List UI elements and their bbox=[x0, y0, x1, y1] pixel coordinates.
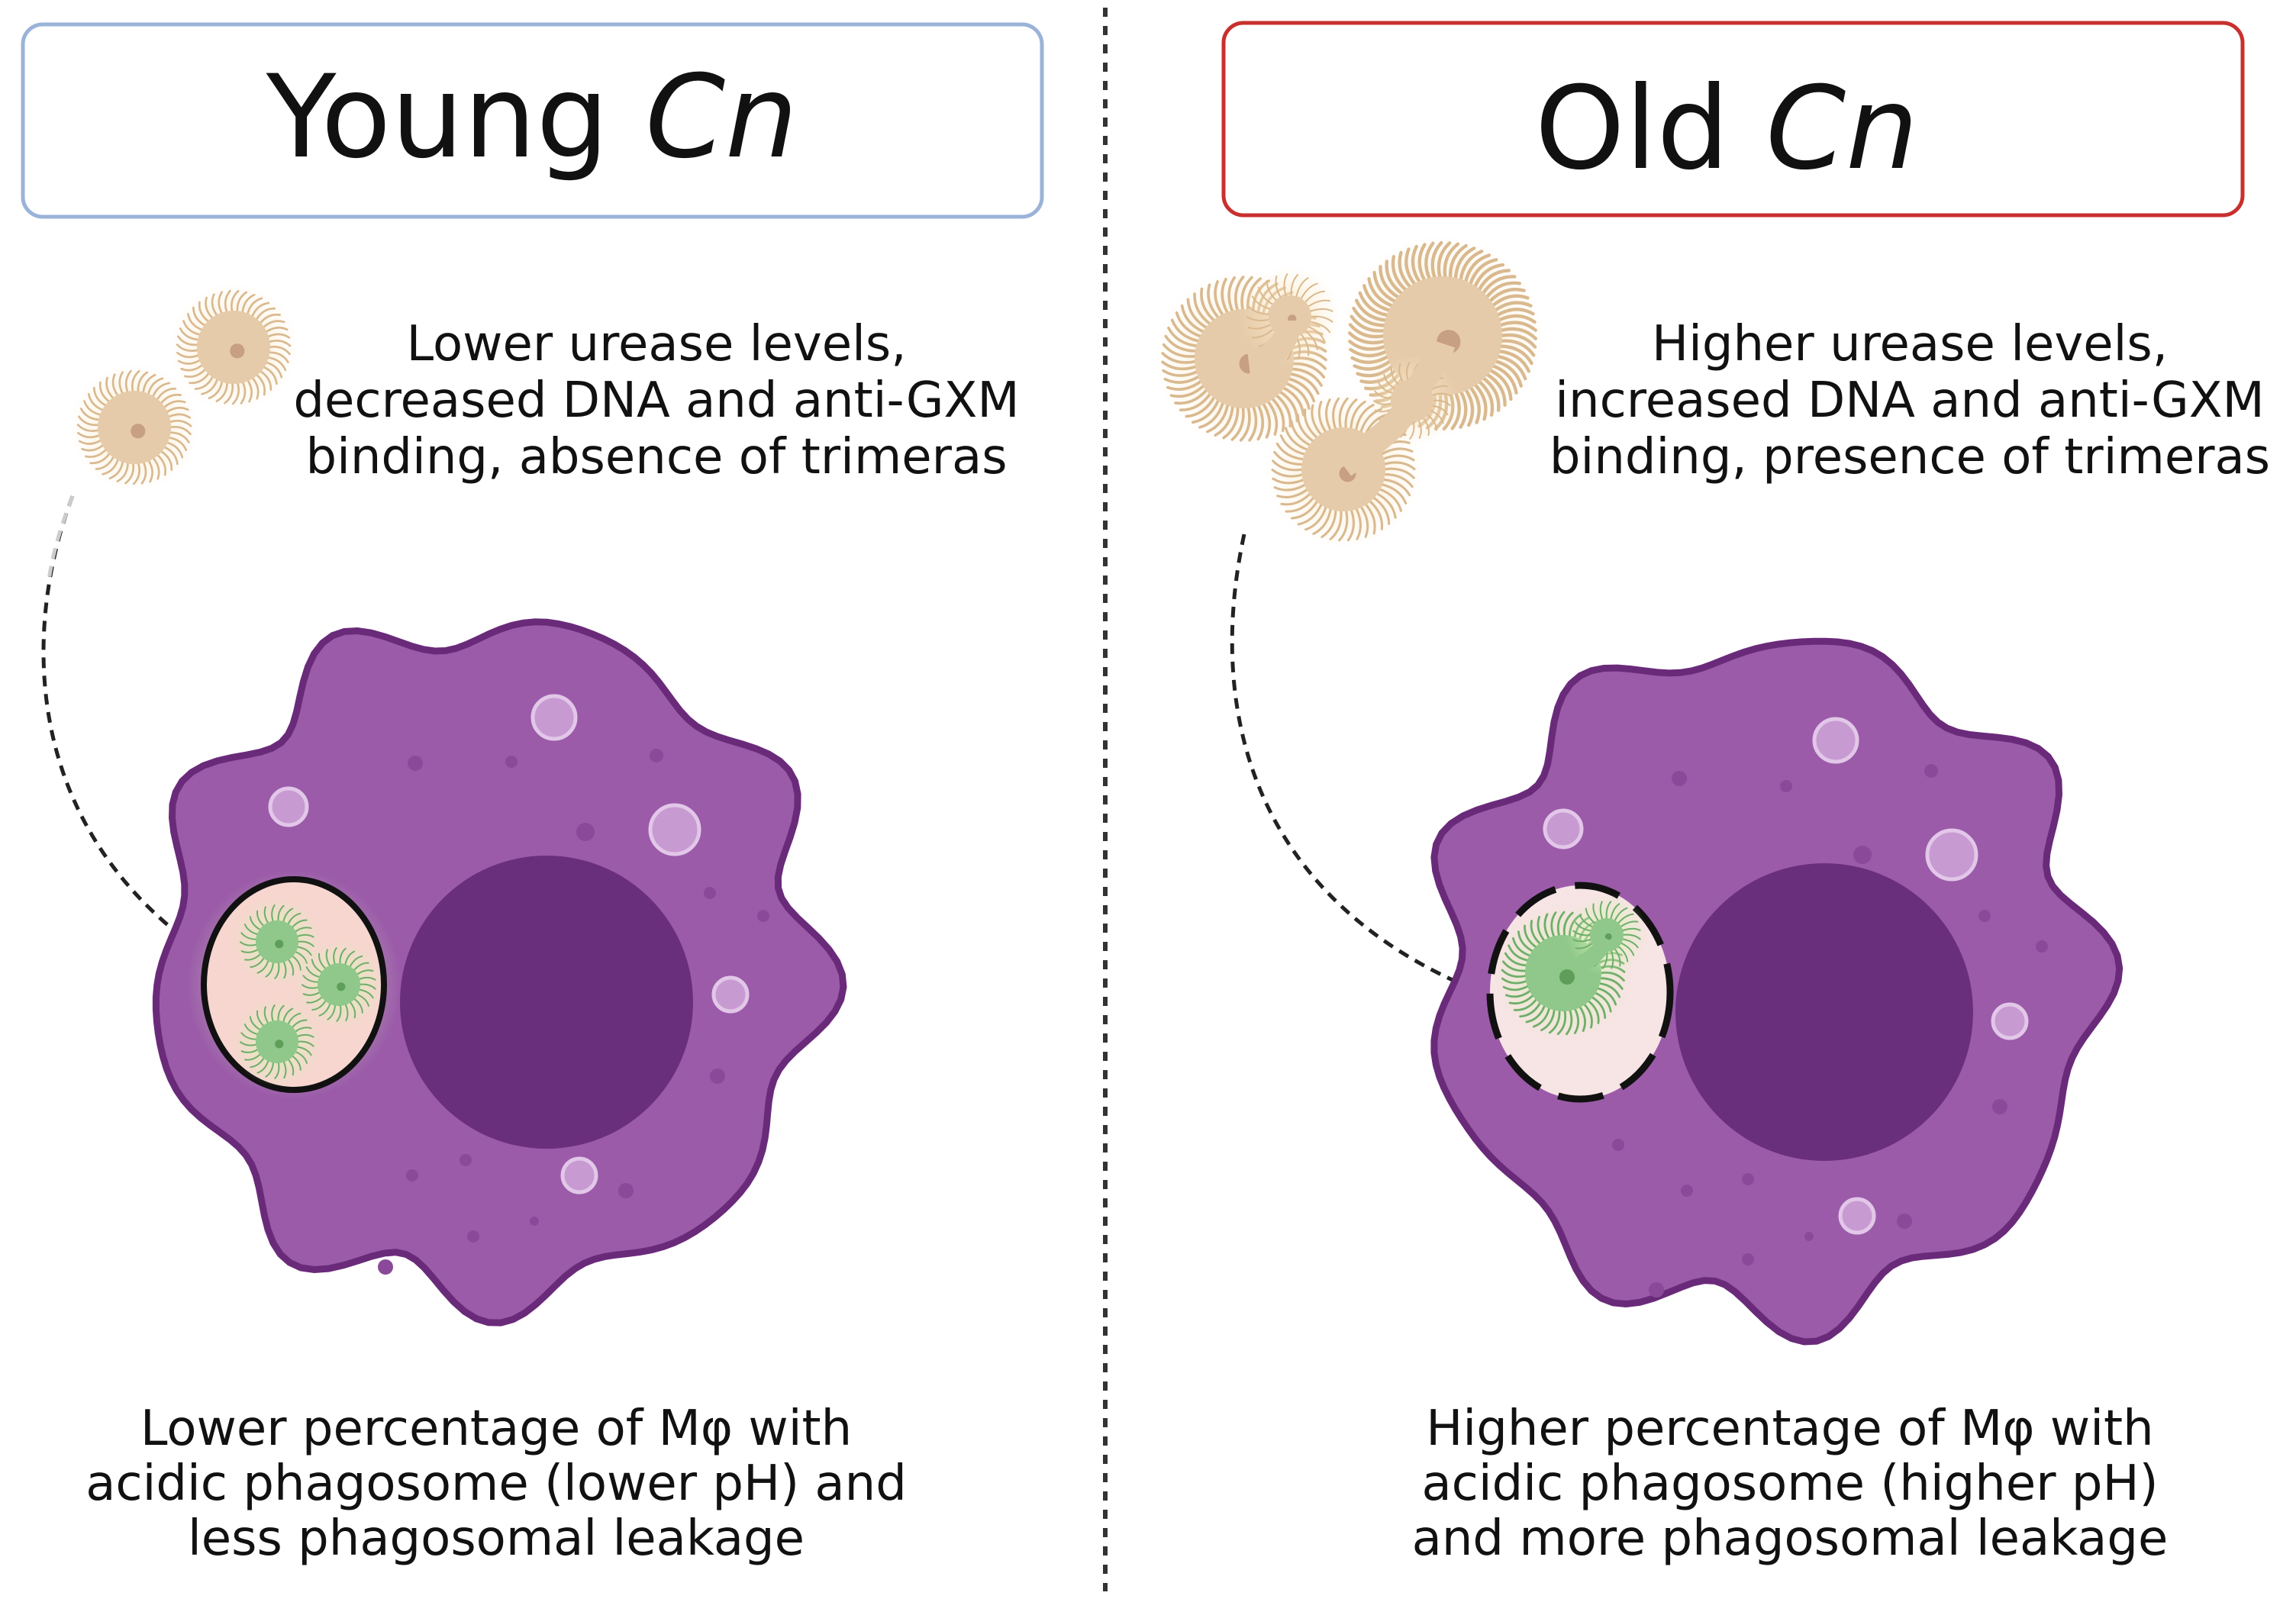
left-top-line-1: Lower urease levels, bbox=[406, 316, 906, 372]
vesicle-icon bbox=[1543, 808, 1584, 849]
granule-icon bbox=[1672, 771, 1687, 786]
granule-icon bbox=[1897, 1214, 1912, 1229]
granule-icon bbox=[1992, 1099, 2007, 1114]
granule-icon bbox=[650, 749, 663, 762]
granule-icon bbox=[406, 1169, 418, 1182]
vesicle-icon bbox=[1838, 1197, 1876, 1235]
left-bottom-text: Lower percentage of Mφ with acidic phago… bbox=[85, 1401, 907, 1567]
right-top-line-3: binding, presence of trimeras bbox=[1549, 429, 2270, 485]
right-bottom-line-2: acidic phagosome (higher pH) bbox=[1421, 1456, 2158, 1512]
vesicle-icon bbox=[711, 975, 750, 1014]
granule-icon bbox=[1804, 1232, 1814, 1241]
right-title: Old Cn bbox=[1535, 63, 1918, 195]
left-top-text: Lower urease levels, decreased DNA and a… bbox=[293, 316, 1019, 485]
granule-icon bbox=[408, 756, 423, 771]
left-top-line-3: binding, absence of trimeras bbox=[305, 429, 1007, 485]
budding-cryptococcus-icon bbox=[1495, 894, 1648, 1042]
right-bottom-line-3: and more phagosomal leakage bbox=[1412, 1510, 2169, 1567]
left-title: Young Cn bbox=[266, 51, 798, 184]
granule-icon bbox=[378, 1259, 393, 1275]
left-title-box bbox=[21, 22, 1044, 219]
nucleus-icon bbox=[400, 856, 693, 1149]
vesicle-icon bbox=[1812, 717, 1859, 764]
dashed-arrow-icon bbox=[1230, 534, 1482, 995]
granule-icon bbox=[1742, 1253, 1754, 1265]
granule-icon bbox=[505, 756, 518, 768]
cryptococcus-cell-icon bbox=[233, 998, 321, 1086]
right-top-line-1: Higher urease levels, bbox=[1652, 316, 2168, 372]
granule-icon bbox=[1924, 764, 1938, 778]
granule-icon bbox=[1681, 1185, 1693, 1197]
cryptococcus-cell-icon bbox=[295, 940, 383, 1029]
granule-icon bbox=[1742, 1173, 1754, 1185]
granule-icon bbox=[704, 887, 716, 899]
granule-icon bbox=[1649, 1282, 1664, 1298]
vesicle-icon bbox=[648, 803, 701, 856]
right-bottom-text: Higher percentage of Mφ with acidic phag… bbox=[1412, 1401, 2169, 1567]
vesicle-icon bbox=[1925, 828, 1978, 882]
granule-icon bbox=[467, 1230, 479, 1243]
granule-icon bbox=[757, 910, 769, 922]
granule-icon bbox=[460, 1154, 472, 1166]
cryptococcus-cell-icon bbox=[233, 898, 321, 986]
granule-icon bbox=[618, 1183, 634, 1198]
granule-icon bbox=[576, 823, 595, 841]
granule-icon bbox=[530, 1217, 539, 1226]
granule-icon bbox=[1612, 1139, 1624, 1151]
vesicle-icon bbox=[1991, 1002, 2029, 1040]
left-top-line-2: decreased DNA and anti-GXM bbox=[293, 372, 1019, 429]
granule-icon bbox=[1780, 780, 1792, 792]
right-panel: Old Cn Higher urease levels, increased D… bbox=[1155, 21, 2270, 1567]
budding-cryptococcus-icon bbox=[1155, 235, 1543, 548]
cryptococcus-cell-icon bbox=[169, 283, 298, 411]
nucleus-icon bbox=[1675, 863, 1973, 1161]
left-bottom-line-2: acidic phagosome (lower pH) and bbox=[85, 1456, 907, 1512]
left-bottom-line-1: Lower percentage of Mφ with bbox=[140, 1401, 852, 1457]
right-bottom-line-1: Higher percentage of Mφ with bbox=[1426, 1401, 2153, 1457]
granule-icon bbox=[1978, 910, 1991, 922]
left-bottom-line-3: less phagosomal leakage bbox=[188, 1510, 805, 1567]
right-title-box bbox=[1221, 21, 2245, 218]
right-top-line-2: increased DNA and anti-GXM bbox=[1555, 372, 2265, 429]
granule-icon bbox=[2036, 940, 2048, 953]
vesicle-icon bbox=[530, 694, 578, 741]
vesicle-icon bbox=[268, 786, 309, 827]
cryptococcus-cell-icon bbox=[70, 363, 198, 492]
granule-icon bbox=[1853, 846, 1872, 864]
granule-icon bbox=[710, 1069, 725, 1084]
vesicle-icon bbox=[560, 1156, 598, 1194]
left-panel: Young Cn Lower urease levels, decreased … bbox=[21, 22, 1044, 1567]
right-top-text: Higher urease levels, increased DNA and … bbox=[1549, 316, 2270, 485]
